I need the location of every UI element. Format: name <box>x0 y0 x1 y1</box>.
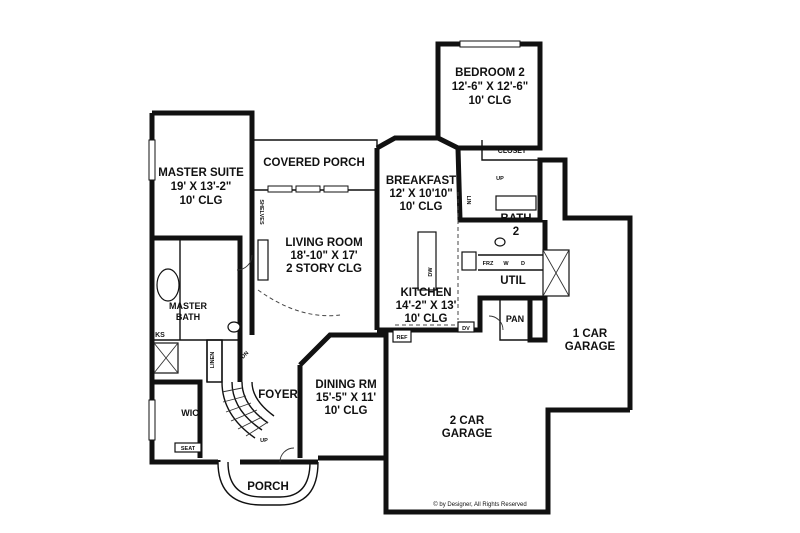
master-bath-inner <box>152 238 240 382</box>
window <box>148 399 156 441</box>
svg-text:BATH: BATH <box>500 213 531 225</box>
svg-text:GARAGE: GARAGE <box>565 341 616 353</box>
wall-bedroom2 <box>375 41 543 151</box>
ref-box <box>392 329 412 343</box>
kitchen-dash <box>395 192 459 326</box>
label-dining: DINING RM 15'-5" X 11' 10' CLG <box>315 379 376 417</box>
label-breakfast: BREAKFAST 12' X 10'10" 10' CLG <box>386 175 456 213</box>
window <box>148 139 156 181</box>
stair-curve <box>221 381 275 439</box>
door-swing <box>236 254 253 271</box>
label-frz: FRZ <box>483 261 494 267</box>
svg-text:KITCHEN: KITCHEN <box>400 287 451 299</box>
wall-dining-diag <box>297 332 386 458</box>
living-dash-arc <box>257 289 341 317</box>
toilet <box>227 321 241 333</box>
label-two-car-garage: 2 CAR GARAGE <box>442 415 493 440</box>
wall-bedroom2-b <box>455 147 633 410</box>
label-up-stair: UP <box>260 438 268 444</box>
dv-box <box>457 321 475 333</box>
porch-arc-inner <box>227 461 311 498</box>
label-pan: PAN <box>506 314 524 324</box>
label-kitchen: KITCHEN 14'-2" X 13' 10' CLG <box>396 287 457 325</box>
label-foyer: FOYER <box>258 389 298 401</box>
svg-text:10' CLG: 10' CLG <box>325 405 368 417</box>
svg-text:18'-10" X 17': 18'-10" X 17' <box>290 250 357 262</box>
svg-text:DINING RM: DINING RM <box>315 379 376 391</box>
range <box>461 251 477 271</box>
closet-outline <box>481 140 540 161</box>
svg-text:2 CAR: 2 CAR <box>450 415 485 427</box>
svg-text:15'-5" X 11': 15'-5" X 11' <box>316 392 376 404</box>
bath2-tub <box>495 195 537 211</box>
label-porch: PORCH <box>247 481 289 493</box>
svg-text:MASTER: MASTER <box>169 301 208 311</box>
wall-master-suite <box>149 110 255 465</box>
svg-text:2 STORY CLG: 2 STORY CLG <box>286 263 362 275</box>
svg-text:12'-6" X 12'-6": 12'-6" X 12'-6" <box>452 81 528 93</box>
svg-text:2: 2 <box>513 226 519 238</box>
window <box>267 185 293 193</box>
svg-text:1 CAR: 1 CAR <box>573 328 608 340</box>
label-closet: CLOSET <box>498 148 527 155</box>
window <box>323 185 349 193</box>
label-util: UTIL <box>500 275 526 287</box>
svg-text:MASTER SUITE: MASTER SUITE <box>158 167 244 179</box>
label-ks: KS <box>155 332 165 339</box>
label-covered-porch: COVERED PORCH <box>263 157 365 169</box>
label-lin: LIN <box>465 196 471 205</box>
label-master-bath: MASTER BATH <box>169 301 208 322</box>
copyright-text: © by Designer, All Rights Reserved <box>433 501 526 508</box>
svg-text:10' CLG: 10' CLG <box>469 95 512 107</box>
label-seat: SEAT <box>181 446 196 452</box>
window <box>295 185 321 193</box>
label-living-room: LIVING ROOM 18'-10" X 17' 2 STORY CLG <box>285 237 362 275</box>
svg-text:10' CLG: 10' CLG <box>400 201 443 213</box>
label-wic: WIC <box>181 408 199 418</box>
wall-master-bath <box>152 235 243 458</box>
svg-text:BREAKFAST: BREAKFAST <box>386 175 456 187</box>
tub <box>156 268 180 302</box>
svg-text:10' CLG: 10' CLG <box>405 313 448 325</box>
label-up-bath: UP <box>496 176 504 182</box>
svg-text:BATH: BATH <box>176 312 200 322</box>
label-ref: REF <box>397 335 409 341</box>
wall-foyer-front <box>215 459 318 465</box>
label-dv: DV <box>462 326 470 332</box>
shower-x <box>153 342 179 374</box>
wall-dining <box>249 320 389 461</box>
window <box>459 40 521 48</box>
stair-treads <box>221 387 269 437</box>
label-bath2: BATH 2 <box>500 213 531 238</box>
garage-door-swing <box>488 315 504 331</box>
svg-text:12' X 10'10": 12' X 10'10" <box>389 188 452 200</box>
label-stair-dn: DN <box>240 350 250 360</box>
label-bedroom2: BEDROOM 2 12'-6" X 12'-6" 10' CLG <box>452 67 528 107</box>
svg-text:14'-2" X 13': 14'-2" X 13' <box>396 300 457 312</box>
bath2-toilet <box>494 237 506 247</box>
label-linen: LINEN <box>210 352 216 369</box>
label-master-suite: MASTER SUITE 19' X 13'-2" 10' CLG <box>158 167 244 207</box>
label-one-car-garage: 1 CAR GARAGE <box>565 328 616 353</box>
porch-arc <box>217 461 319 506</box>
svg-text:GARAGE: GARAGE <box>442 428 493 440</box>
front-door-swing <box>279 447 295 463</box>
seat-bench <box>174 442 202 453</box>
svg-text:10' CLG: 10' CLG <box>180 195 223 207</box>
svg-text:BEDROOM 2: BEDROOM 2 <box>455 67 525 79</box>
svg-text:LIVING ROOM: LIVING ROOM <box>285 237 362 249</box>
label-dw: DW <box>428 267 434 277</box>
fireplace <box>257 239 269 281</box>
kitchen-island <box>417 231 437 291</box>
label-d: D <box>521 261 525 267</box>
label-w: W <box>503 261 509 267</box>
label-shelves: SHELVES <box>258 199 264 225</box>
water-heater-x <box>542 249 570 297</box>
svg-text:19' X 13'-2": 19' X 13'-2" <box>171 181 232 193</box>
